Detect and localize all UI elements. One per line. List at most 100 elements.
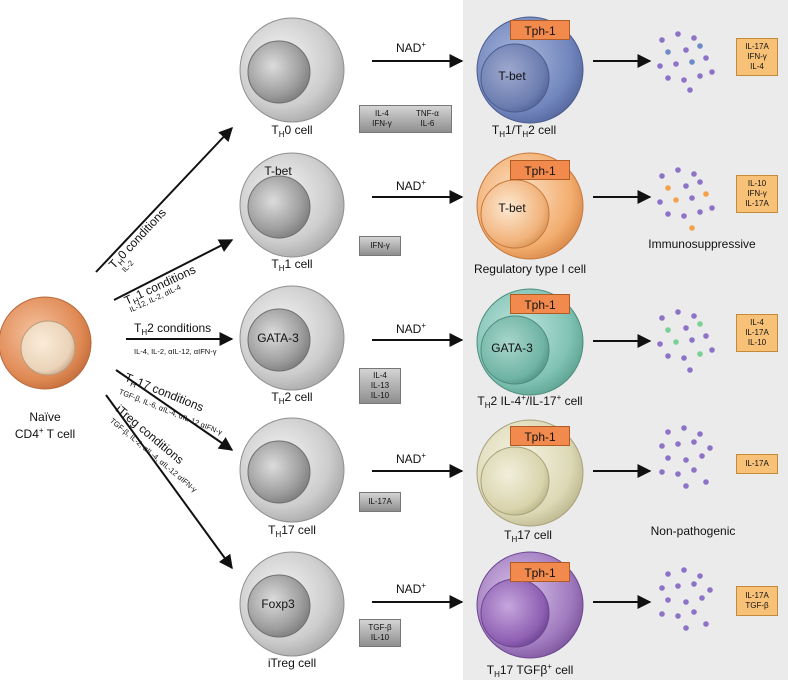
left-cell-label-2: TH2 cell bbox=[271, 390, 312, 406]
left-cell-label-0: TH0 cell bbox=[271, 123, 312, 139]
rl4-sup: + bbox=[547, 662, 552, 671]
lc2-h: H bbox=[278, 397, 285, 406]
left-nucleus-3 bbox=[247, 440, 311, 504]
cytokine-dot-4-8 bbox=[683, 599, 689, 605]
naive-tcell: T cell bbox=[43, 427, 76, 441]
rl2-e: /IL-17 bbox=[525, 394, 557, 408]
lb4-1: IL-10 bbox=[370, 633, 390, 642]
cytokine-dot-0-5 bbox=[697, 43, 703, 49]
rb1-1: IFN-γ bbox=[747, 189, 767, 198]
cytokine-dot-0-6 bbox=[657, 63, 663, 69]
left-nucleus-1 bbox=[247, 175, 311, 239]
naive-cd4: CD4 bbox=[14, 427, 39, 441]
lb0-c1-0: IL-4 bbox=[375, 109, 389, 118]
cytokine-dot-4-7 bbox=[665, 597, 671, 603]
left-cell-label-4: iTreg cell bbox=[268, 656, 316, 670]
cytokines-th2: IL-4, IL-2, αIL-12, αIFN-γ bbox=[134, 347, 217, 356]
nad1-text: NAD bbox=[396, 179, 422, 193]
left-nucleus-0 bbox=[247, 40, 311, 104]
left-nucleus-label-2: GATA-3 bbox=[257, 331, 299, 345]
cytokine-dot-1-11 bbox=[681, 213, 687, 219]
cytokine-dot-3-4 bbox=[675, 441, 681, 447]
cytokine-dot-2-5 bbox=[697, 321, 703, 327]
cytokine-dot-3-13 bbox=[683, 483, 689, 489]
rb4-0: IL-17A bbox=[745, 591, 769, 600]
cytokine-dot-2-13 bbox=[687, 367, 693, 373]
lb1-0: IFN-γ bbox=[370, 241, 390, 250]
cytokine-dot-1-2 bbox=[691, 171, 697, 177]
cytokine-dot-2-7 bbox=[673, 339, 679, 345]
cytokine-dot-3-8 bbox=[683, 457, 689, 463]
rl3-a: T bbox=[504, 528, 512, 542]
right-nucleus-1 bbox=[480, 179, 550, 249]
naive-nucleus bbox=[20, 320, 76, 376]
tph1-box-1: Tph-1 bbox=[510, 160, 570, 180]
right-cytokine-box-3: IL-17A bbox=[736, 454, 778, 474]
rb0-0: IL-17A bbox=[745, 42, 769, 51]
tph1-box-4: Tph-1 bbox=[510, 562, 570, 582]
nad-label-2: NAD+ bbox=[396, 321, 426, 336]
cytokine-dot-4-14 bbox=[703, 621, 709, 627]
rl3-c: 17 cell bbox=[517, 528, 552, 542]
cytokine-dot-1-8 bbox=[689, 195, 695, 201]
cytokine-dot-2-1 bbox=[675, 309, 681, 315]
naive-cell-label: Naïve CD4+ T cell bbox=[15, 410, 75, 441]
cytokine-dot-1-0 bbox=[659, 173, 665, 179]
left-cytokine-box-3: IL-17A bbox=[359, 492, 401, 512]
left-nucleus-2 bbox=[247, 308, 311, 372]
cytokine-dot-0-8 bbox=[689, 59, 695, 65]
cytokine-dot-1-9 bbox=[703, 191, 709, 197]
cytokine-dot-0-13 bbox=[687, 87, 693, 93]
lc1-h: H bbox=[278, 264, 285, 273]
nad3-text: NAD bbox=[396, 452, 422, 466]
rl0-c: 1/T bbox=[504, 123, 523, 137]
lc0-h: H bbox=[278, 130, 285, 139]
right-nucleus-0 bbox=[480, 43, 550, 113]
cytokine-dot-0-14 bbox=[709, 69, 715, 75]
nad3-sup: + bbox=[421, 451, 427, 460]
arrows bbox=[95, 54, 652, 609]
left-cell-label-1: TH1 cell bbox=[271, 257, 312, 273]
lc0-rest: 0 cell bbox=[284, 123, 313, 137]
cytokine-dot-2-12 bbox=[697, 351, 703, 357]
lc2-t: T bbox=[271, 390, 279, 404]
rl4-a: T bbox=[486, 663, 495, 677]
nad4-text: NAD bbox=[396, 582, 422, 596]
cytokine-dot-2-3 bbox=[665, 327, 671, 333]
rl0-a: T bbox=[491, 123, 500, 137]
cytokine-dot-3-6 bbox=[707, 445, 713, 451]
cytokine-dot-0-11 bbox=[681, 77, 687, 83]
right-cell-label-1: Regulatory type I cell bbox=[473, 262, 587, 276]
cytokine-dot-1-3 bbox=[665, 185, 671, 191]
cytokine-dot-4-10 bbox=[659, 611, 665, 617]
rb2-1: IL-17A bbox=[745, 328, 769, 337]
lb2-0: IL-4 bbox=[373, 371, 387, 380]
cytokine-dot-0-12 bbox=[697, 73, 703, 79]
right-nucleus-4 bbox=[480, 578, 550, 648]
rl0-e: 2 cell bbox=[528, 123, 557, 137]
naive-label-line2: CD4+ T cell bbox=[15, 424, 75, 441]
differentiation-arrow-0 bbox=[95, 126, 233, 273]
cytokine-dots bbox=[657, 31, 715, 631]
cytokine-dot-3-1 bbox=[681, 425, 687, 431]
lb0-c2-0: TNF-α bbox=[416, 109, 439, 118]
right-nucleus-3 bbox=[480, 446, 550, 516]
cytokine-dot-4-13 bbox=[683, 625, 689, 631]
cytokine-dot-2-11 bbox=[681, 355, 687, 361]
cytokine-dot-1-6 bbox=[657, 199, 663, 205]
rb2-0: IL-4 bbox=[750, 318, 764, 327]
naive-sup: + bbox=[38, 426, 44, 435]
rl4-c: 17 TGFβ bbox=[499, 663, 548, 677]
rl2-b: H bbox=[484, 401, 491, 410]
cond2-t: T bbox=[134, 321, 142, 335]
nad0-sup: + bbox=[421, 40, 427, 49]
cytokine-dot-1-1 bbox=[675, 167, 681, 173]
cytokine-dot-3-5 bbox=[691, 439, 697, 445]
cytokine-dot-4-2 bbox=[697, 573, 703, 579]
